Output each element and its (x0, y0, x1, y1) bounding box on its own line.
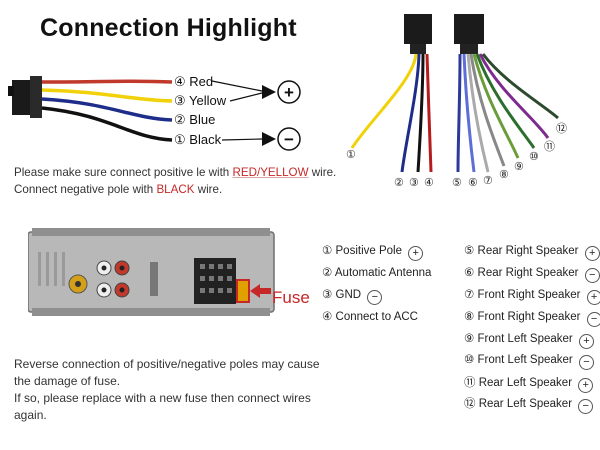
svg-text:⑦: ⑦ (483, 175, 493, 187)
wire-4-red (425, 53, 433, 173)
harness-connector-left (404, 14, 432, 44)
svg-text:⑩: ⑩ (529, 151, 539, 163)
legend-item-2: ② Automatic Antenna (322, 267, 432, 279)
wire-3-black (416, 53, 425, 173)
wire-2-blue (400, 53, 421, 173)
svg-text:⑨: ⑨ (514, 161, 524, 173)
legend-item-10: ⑩ Front Left Speaker − (464, 352, 594, 370)
legend-item-8: ⑧ Front Right Speaker − (464, 309, 600, 327)
wire-label-black: ① Black (174, 132, 222, 147)
legend-item-11: ⑪ Rear Left Speaker + (464, 374, 594, 393)
polarity-note-line2: Connect negative pole with BLACK wire. (14, 183, 223, 196)
legend-item-7: ⑦ Front Right Speaker + (464, 287, 600, 305)
negative-pole-icon (277, 127, 301, 151)
arrow-negative-icon (262, 132, 276, 146)
wire-label-blue: ② Blue (174, 112, 216, 127)
legend-item-1: ① Positive Pole + (322, 243, 424, 261)
negative-symbol: − (284, 130, 294, 149)
legend-item-6: ⑥ Rear Right Speaker − (464, 265, 600, 283)
warning-line-2: If so, please replace with a new fuse th… (14, 391, 311, 422)
wire-label-red: ④ Red (174, 74, 214, 89)
legend-item-5: ⑤ Rear Right Speaker + (464, 243, 600, 261)
fuse-highlight (236, 279, 250, 303)
svg-text:④: ④ (424, 177, 434, 189)
svg-text:⑫: ⑫ (556, 122, 567, 135)
positive-pole-icon (277, 80, 301, 104)
legend-item-12: ⑫ Rear Left Speaker − (464, 395, 594, 414)
wire-yellow (41, 88, 173, 103)
legend-item-9: ⑨ Front Left Speaker + (464, 331, 594, 349)
svg-text:①: ① (346, 149, 356, 161)
wire-black (41, 106, 173, 142)
wire-blue (41, 97, 173, 122)
fuse-warning: Reverse connection of positive/negative … (14, 356, 334, 424)
svg-text:⑧: ⑧ (499, 169, 509, 181)
polarity-note-line1: Please make sure connect positive le wit… (14, 166, 337, 179)
legend-item-3: ③ GND − (322, 287, 383, 305)
wire-red (41, 79, 173, 84)
warning-line-1: Reverse connection of positive/negative … (14, 357, 320, 388)
harness-diagram: ① ② ③ ④ ⑤ ⑥ ⑦ ⑧ ⑨ ⑩ ⑪ ⑫ (346, 14, 567, 189)
positive-symbol: + (284, 83, 294, 102)
radio-back-panel (28, 228, 275, 316)
wire-diagram: + − (8, 76, 301, 151)
wire-label-yellow: ③ Yellow (174, 93, 227, 108)
rca-jacks (96, 260, 130, 298)
harness-connector-right (454, 14, 484, 44)
svg-text:⑤: ⑤ (452, 177, 462, 189)
iso-connector-small (8, 76, 42, 118)
svg-text:③: ③ (409, 177, 419, 189)
svg-text:⑥: ⑥ (468, 177, 478, 189)
page-title: Connection Highlight (40, 14, 297, 42)
fuse-arrow-icon (250, 284, 260, 298)
svg-text:⑪: ⑪ (544, 140, 555, 153)
legend-item-4: ④ Connect to ACC (322, 311, 418, 323)
fuse-label: Fuse (272, 288, 310, 307)
arrow-positive-icon (262, 85, 276, 99)
wire-1-yellow (350, 53, 418, 149)
svg-text:②: ② (394, 177, 404, 189)
